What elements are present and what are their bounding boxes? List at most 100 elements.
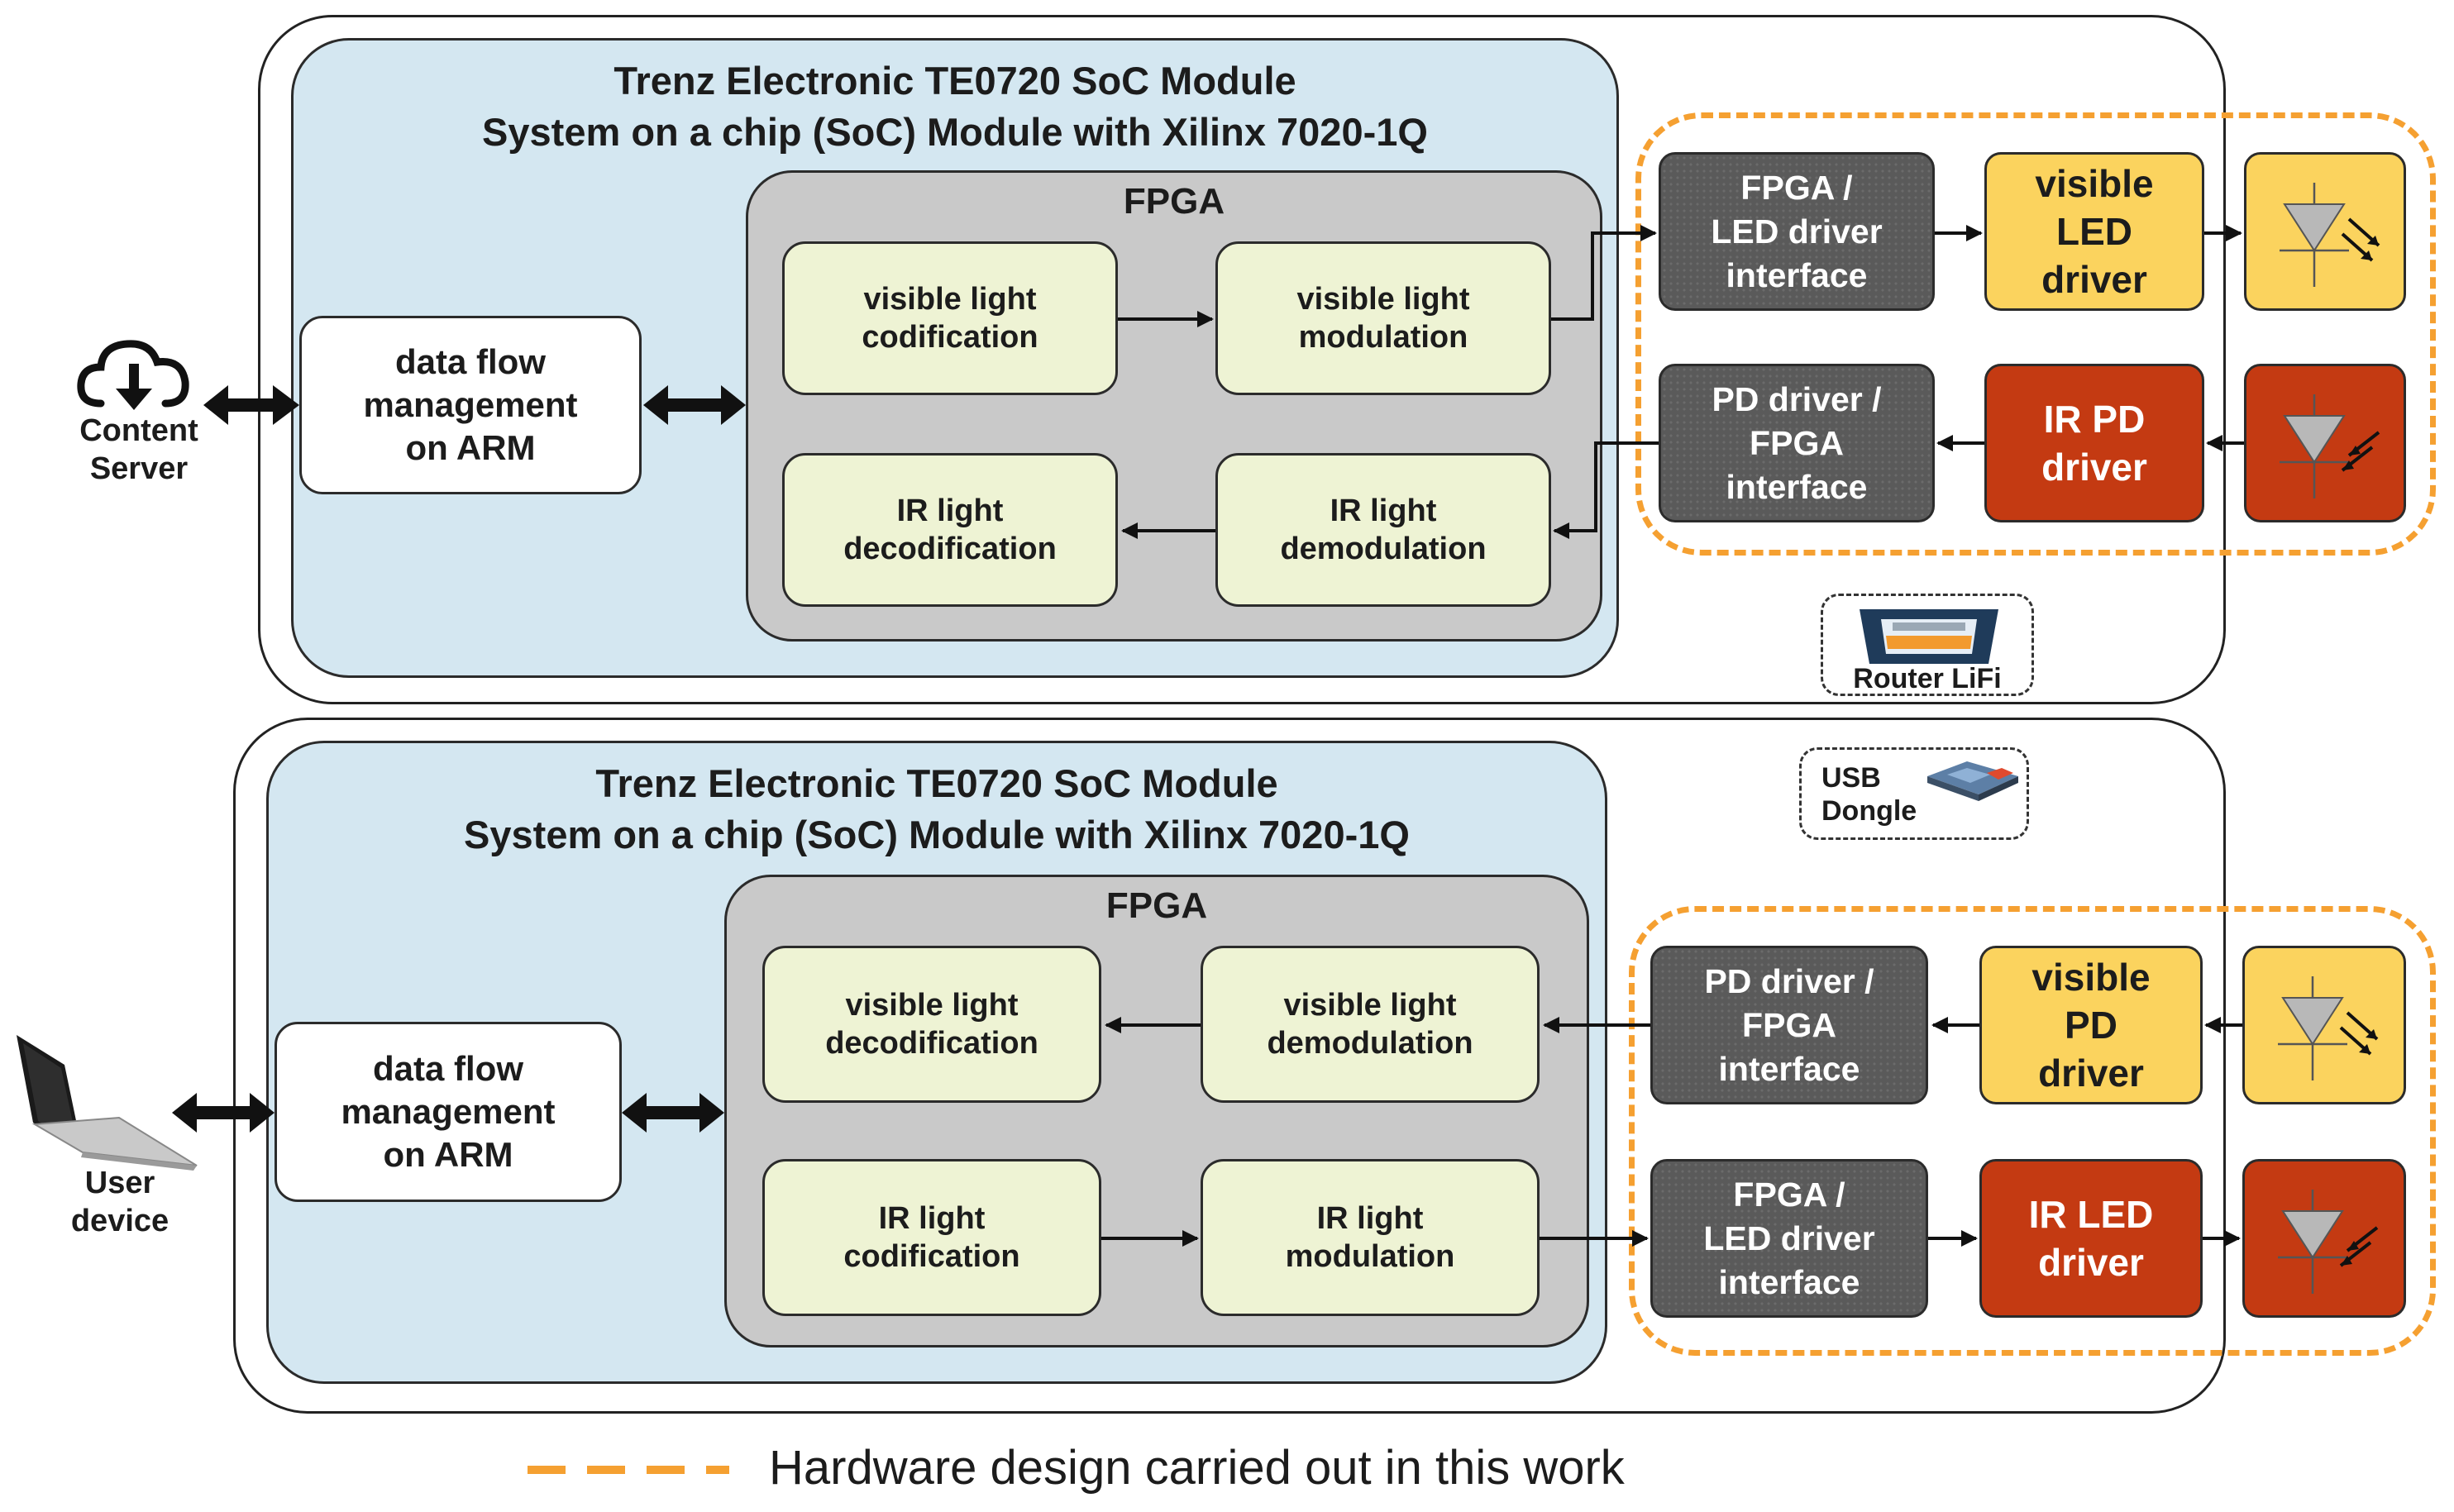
legend-label: Hardware design carried out in this work (769, 1441, 1625, 1495)
ir-led-driver-block: IR LED driver (1979, 1159, 2203, 1318)
led-diode-icon (2280, 183, 2380, 287)
line: Dongle (1821, 795, 1917, 827)
block-line: IR light (1316, 1201, 1424, 1236)
soc-title-line2-top: System on a chip (SoC) Module with Xilin… (482, 110, 1428, 154)
led-diode-icon (2278, 1190, 2379, 1294)
line: LED driver (1703, 1219, 1875, 1257)
block-line: decodification (825, 1026, 1038, 1061)
visible-photodiode-receiver-bottom (2242, 946, 2406, 1104)
usb-dongle-icon (1927, 761, 2018, 801)
block-line: codification (862, 320, 1038, 355)
line: FPGA (1742, 1005, 1836, 1044)
line: driver (2041, 446, 2147, 489)
block-line: demodulation (1280, 532, 1487, 566)
soc-title-line1-bottom: Trenz Electronic TE0720 SoC Module (595, 761, 1278, 805)
arrow-user-device-arm (172, 1093, 275, 1133)
line: visible (2031, 956, 2151, 999)
user-device-label: User device (33, 1164, 207, 1240)
line: PD (2065, 1004, 2117, 1047)
fpga-title-bottom: FPGA (1105, 885, 1208, 926)
photodiode-icon (2278, 976, 2379, 1080)
line: LED (2055, 210, 2132, 253)
line: driver (2038, 1241, 2144, 1284)
line: Server (89, 451, 189, 486)
arm-line: data flow (394, 342, 546, 381)
arrow-content-server-arm (203, 385, 299, 425)
arm-line: management (363, 385, 578, 424)
line: FPGA / (1740, 168, 1853, 207)
line: interface (1718, 1262, 1860, 1301)
ir-photodiode-receiver-top (2244, 364, 2406, 522)
hardware-design-region-top (1635, 112, 2436, 556)
block-line: modulation (1285, 1239, 1455, 1274)
block-line: IR light (1330, 494, 1437, 528)
line: FPGA (1750, 423, 1844, 462)
line: FPGA / (1733, 1175, 1845, 1214)
router-icon (1860, 609, 1998, 664)
arrow-arm-fpga-bottom (622, 1093, 724, 1133)
visible-led-emitter-top (2244, 152, 2406, 311)
soc-title-line2-bottom: System on a chip (SoC) Module with Xilin… (464, 813, 1410, 856)
laptop-icon (17, 1035, 198, 1171)
line: interface (1726, 255, 1868, 294)
arm-line: management (341, 1092, 556, 1131)
fpga-title-top: FPGA (1123, 181, 1225, 222)
pd-driver-fpga-interface-top: PD driver / FPGA interface (1659, 364, 1935, 522)
line: User (84, 1166, 155, 1200)
block-line: demodulation (1267, 1026, 1473, 1061)
block-line: IR light (896, 494, 1004, 528)
arrow-arm-fpga-top (643, 385, 746, 425)
ir-light-decodification-block: IR light decodification (782, 453, 1118, 607)
arrow-pd-interface-demodulation (1553, 441, 1659, 539)
line: Content (79, 413, 198, 448)
line: device (70, 1204, 169, 1238)
block-line: IR light (878, 1201, 986, 1236)
arm-data-flow-block-bottom: data flow management on ARM (275, 1022, 622, 1202)
soc-title-line1-top: Trenz Electronic TE0720 SoC Module (614, 59, 1296, 103)
line: PD driver / (1704, 961, 1874, 1000)
line: LED driver (1711, 212, 1883, 250)
ir-pd-driver-block: IR PD driver (1984, 364, 2204, 522)
block-line: modulation (1298, 320, 1468, 355)
photodiode-icon (2280, 394, 2380, 498)
block-line: decodification (843, 532, 1057, 566)
block-line: visible light (1283, 988, 1457, 1023)
fpga-led-driver-interface-bottom: FPGA / LED driver interface (1650, 1159, 1928, 1318)
fpga-led-driver-interface-top: FPGA / LED driver interface (1659, 152, 1935, 311)
ir-light-demodulation-block: IR light demodulation (1215, 453, 1551, 607)
arrow-modulation-led-interface (1551, 225, 1657, 321)
line: visible (2035, 162, 2154, 205)
ir-led-emitter-bottom (2242, 1159, 2406, 1318)
line: driver (2041, 258, 2147, 301)
router-lifi-device: Router LiFi (1821, 594, 2034, 696)
arm-line: data flow (372, 1049, 523, 1088)
line: interface (1718, 1049, 1860, 1088)
line: driver (2038, 1052, 2144, 1095)
arm-data-flow-block-top: data flow management on ARM (299, 316, 642, 494)
line: IR PD (2043, 398, 2146, 441)
line: interface (1726, 467, 1868, 506)
line: IR LED (2028, 1193, 2154, 1236)
block-line: visible light (845, 988, 1019, 1023)
line: USB (1821, 762, 1881, 794)
block-line: codification (843, 1239, 1020, 1274)
line: PD driver / (1712, 379, 1882, 418)
arm-line: on ARM (405, 428, 536, 467)
pd-driver-fpga-interface-bottom: PD driver / FPGA interface (1650, 946, 1928, 1104)
block-line: visible light (1296, 282, 1470, 317)
hardware-design-region-bottom (1629, 906, 2436, 1356)
arm-line: on ARM (383, 1135, 513, 1174)
block-line: visible light (863, 282, 1037, 317)
